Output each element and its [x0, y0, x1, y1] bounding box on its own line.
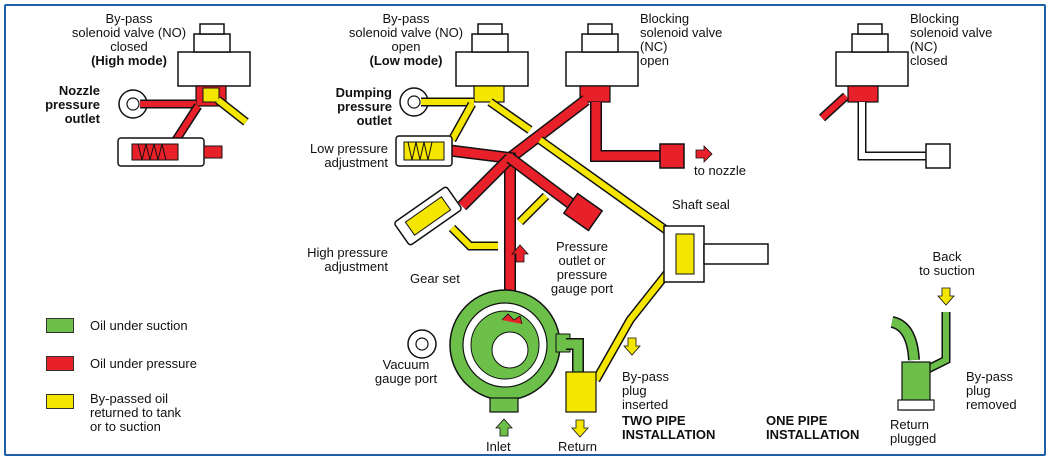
label-line: pressure [337, 99, 392, 114]
label-line: ONE PIPE [766, 413, 828, 428]
label-line: (Low mode) [369, 53, 443, 68]
label-line: Return [890, 417, 930, 432]
legend-label-bypass: By-passed oil returned to tank or to suc… [90, 392, 181, 434]
label-line: outlet [356, 113, 392, 128]
label-nozzle-outlet: Nozzle pressure outlet [30, 84, 100, 126]
label-line: Back [932, 249, 962, 264]
label-dumping-outlet: Dumping pressure outlet [318, 86, 392, 128]
label-line: By-passed oil [90, 391, 169, 406]
label-line: By-pass [622, 369, 669, 384]
label-to-nozzle: to nozzle [694, 163, 747, 178]
label-line: closed [110, 39, 148, 54]
label-line: adjustment [324, 259, 388, 274]
label-line: removed [966, 397, 1017, 412]
label-line: Pressure [555, 239, 609, 254]
label-line: closed [910, 53, 948, 68]
label-bypass-valve-high: By-pass solenoid valve (NO) closed (High… [40, 12, 218, 68]
label-line: solenoid valve (NO) [348, 25, 464, 40]
legend-label-pressure: Oil under pressure [90, 356, 197, 371]
label-inlet: Inlet [486, 439, 511, 454]
label-line: Blocking [640, 11, 690, 26]
label-return-plugged: Return plugged [890, 418, 936, 446]
label-line: (NC) [910, 39, 938, 54]
label-line: Dumping [335, 85, 392, 100]
label-bypass-plug-removed: By-pass plug removed [966, 370, 1017, 412]
label-line: gauge port [374, 371, 438, 386]
label-line: or to suction [90, 419, 161, 434]
high-mode-valve-assembly [117, 23, 251, 167]
vacuum-gauge-port [407, 329, 437, 359]
label-line: gauge port [550, 281, 614, 296]
label-line: INSTALLATION [766, 427, 860, 442]
label-line: adjustment [324, 155, 388, 170]
label-shaft-seal: Shaft seal [672, 197, 730, 212]
label-line: to suction [919, 263, 975, 278]
label-line: By-pass [105, 11, 153, 26]
label-blocking-valve-closed: Blocking solenoid valve (NC) closed [910, 12, 992, 68]
label-line: inserted [622, 397, 669, 412]
label-back-to-suction: Back to suction [912, 250, 982, 278]
label-line: plugged [890, 431, 937, 446]
diagram-frame [4, 4, 1046, 456]
label-line: pressure [556, 267, 608, 282]
label-line: INSTALLATION [622, 427, 716, 442]
label-line: TWO PIPE [622, 413, 686, 428]
label-line: outlet or [558, 253, 606, 268]
label-one-pipe-installation: ONE PIPE INSTALLATION [766, 414, 859, 442]
shaft [703, 243, 769, 265]
label-line: Nozzle [58, 83, 100, 98]
label-vacuum-gauge-port: Vacuum gauge port [366, 358, 446, 386]
label-line: By-pass [966, 369, 1013, 384]
label-return: Return [558, 439, 598, 454]
nozzle-fitting [659, 143, 685, 169]
label-line: solenoid valve (NO) [71, 25, 187, 40]
label-line: Low pressure [309, 141, 388, 156]
label-gear-set: Gear set [410, 271, 460, 286]
label-line: High pressure [307, 245, 388, 260]
blocking-closed-assembly [818, 23, 951, 169]
back-to-suction-arrow [937, 287, 955, 306]
pressure-up-arrow [511, 244, 529, 263]
bypass-down-arrow [623, 337, 641, 356]
label-line: open [640, 53, 669, 68]
label-bypass-valve-low: By-pass solenoid valve (NO) open (Low mo… [316, 12, 496, 68]
label-line: (NC) [640, 39, 668, 54]
label-line: solenoid valve [910, 25, 993, 40]
label-high-pressure-adjustment: High pressure adjustment [284, 246, 388, 274]
one-pipe-assembly [890, 287, 955, 411]
pressure-outlet-port [562, 192, 604, 232]
label-line: open [391, 39, 421, 54]
label-line: By-pass [382, 11, 430, 26]
legend-label-suction: Oil under suction [90, 318, 188, 333]
main-pump-assembly [394, 23, 769, 438]
label-line: solenoid valve [640, 25, 723, 40]
label-two-pipe-installation: TWO PIPE INSTALLATION [622, 414, 715, 442]
label-line: Vacuum [382, 357, 430, 372]
to-nozzle-arrow [695, 145, 713, 163]
inlet-port [489, 397, 519, 413]
legend-swatch-bypass [46, 394, 74, 409]
legend-swatch-suction [46, 318, 74, 333]
label-line: (High mode) [91, 53, 167, 68]
label-line: outlet [64, 111, 100, 126]
legend-swatch-pressure [46, 356, 74, 371]
closed-outlet-fitting [925, 143, 951, 169]
label-line: plug [966, 383, 991, 398]
return-port [565, 371, 597, 413]
label-low-pressure-adjustment: Low pressure adjustment [288, 142, 388, 170]
label-bypass-plug-inserted: By-pass plug inserted [622, 370, 669, 412]
label-line: returned to tank [90, 405, 182, 420]
label-pressure-port: Pressure outlet or pressure gauge port [540, 240, 624, 296]
label-line: Blocking [910, 11, 960, 26]
return-down-arrow [571, 419, 589, 438]
label-line: pressure [45, 97, 100, 112]
label-blocking-valve-open: Blocking solenoid valve (NC) open [640, 12, 722, 68]
blocking-solenoid-body-open [565, 51, 639, 87]
inlet-up-arrow [495, 418, 513, 437]
label-line: plug [622, 383, 647, 398]
blocking-solenoid-body-closed [835, 51, 909, 87]
